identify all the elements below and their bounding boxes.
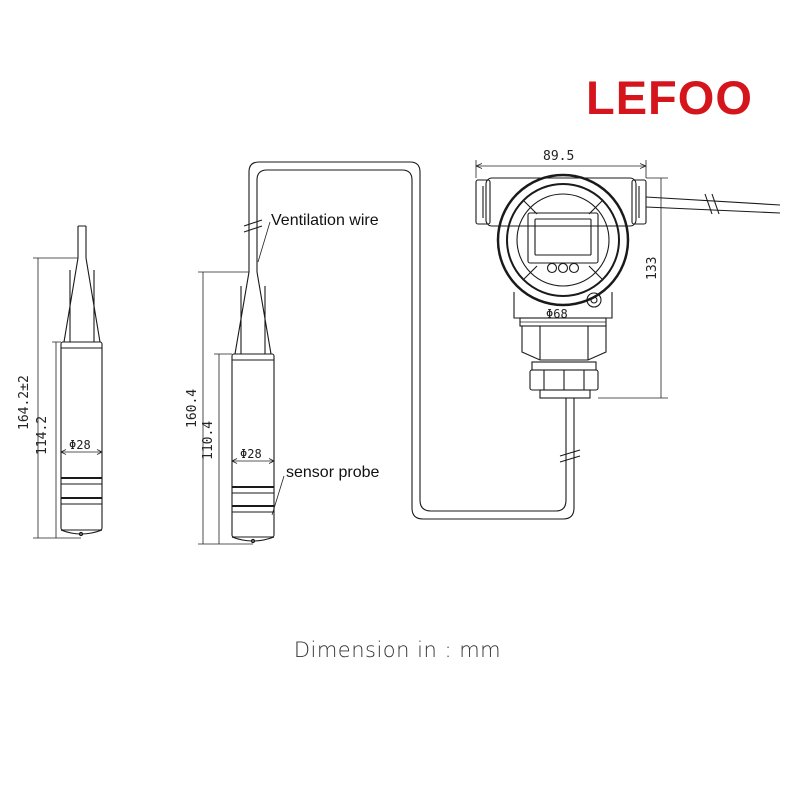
probe-b-diameter-label: Φ28 bbox=[240, 447, 262, 461]
probe-a-total-height-label: 164.2±2 bbox=[17, 375, 32, 430]
probe-a-body-height-label: 114.2 bbox=[35, 416, 50, 455]
probe-a-diameter-label: Φ28 bbox=[69, 438, 91, 452]
probe-b-total-height-label: 160.4 bbox=[185, 389, 200, 428]
probe-b bbox=[198, 221, 285, 545]
transmitter-housing bbox=[475, 160, 781, 452]
connecting-cable bbox=[243, 161, 581, 520]
brand-logo: LEFOO bbox=[586, 71, 753, 124]
transmitter-height-label: 133 bbox=[645, 257, 660, 280]
transmitter-diameter-label: Φ68 bbox=[546, 307, 568, 321]
sensor-probe-label: sensor probe bbox=[286, 464, 379, 481]
probe-b-body-height-label: 110.4 bbox=[201, 421, 216, 460]
transmitter-width-label: 89.5 bbox=[543, 149, 574, 164]
probe-a bbox=[33, 225, 103, 539]
ventilation-wire-label: Ventilation wire bbox=[271, 212, 379, 229]
units-caption: Dimension in : mm bbox=[293, 638, 502, 662]
